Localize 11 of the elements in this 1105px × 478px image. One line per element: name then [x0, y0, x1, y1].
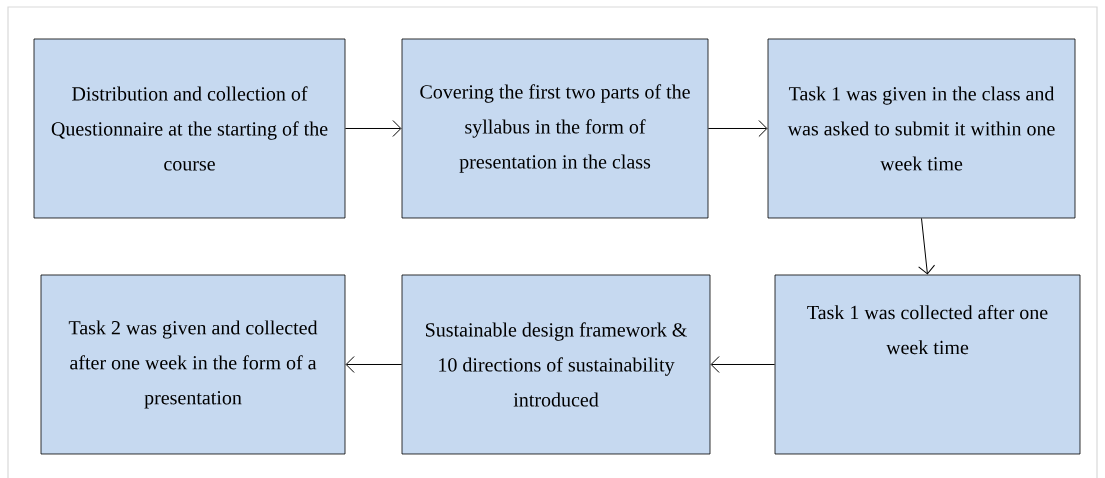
process-box: Sustainable design framework & 10 directions of sustainability introduced: [401, 274, 711, 455]
process-box: Covering the first two parts of the syllabus in the form of presentation in the class: [401, 38, 709, 219]
arrow: [344, 120, 402, 137]
process-box: Distribution and collection of Questionnaire at the starting of the course: [33, 38, 346, 219]
process-box: Task 1 was collected after one week time: [774, 274, 1081, 455]
arrow: [707, 120, 768, 137]
arrow: [710, 356, 776, 373]
arrow: [918, 217, 936, 275]
process-box: Task 2 was given and collected after one week in the form of a presentation: [40, 274, 346, 455]
process-box: Task 1 was given in the class and was asked to submit it within one week time: [767, 38, 1076, 219]
arrow: [345, 356, 403, 373]
